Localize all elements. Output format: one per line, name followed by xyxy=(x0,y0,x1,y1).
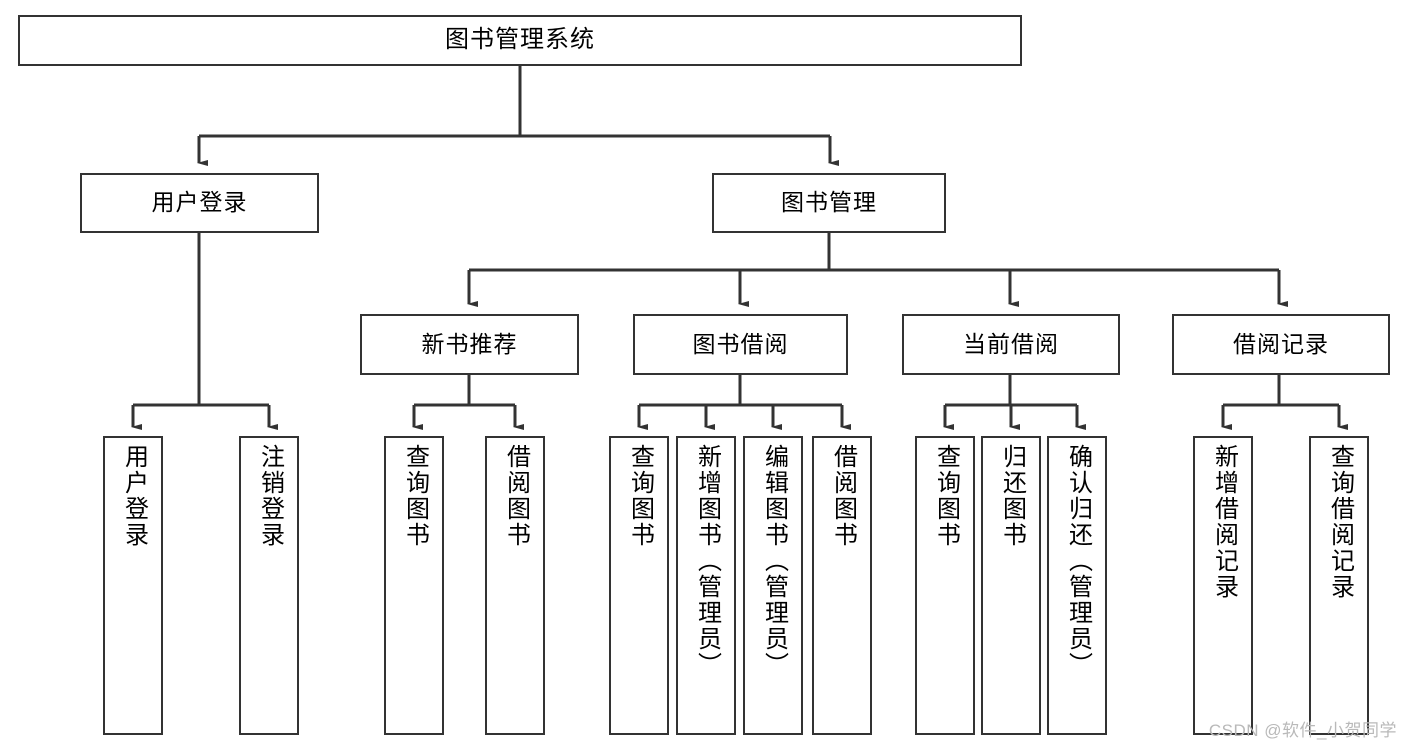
node-leaf-logout[interactable]: 注销登录 xyxy=(239,436,299,735)
node-submodule-book-borrow[interactable]: 图书借阅 xyxy=(633,314,848,375)
node-leaf-borrow-book-1[interactable]: 借阅图书 xyxy=(485,436,545,735)
node-label: 当前借阅 xyxy=(963,330,1059,357)
node-root-system[interactable]: 图书管理系统 xyxy=(18,15,1022,66)
node-leaf-borrow-book-2[interactable]: 借阅图书 xyxy=(812,436,872,735)
node-label: 查询借阅记录 xyxy=(1326,444,1354,600)
node-module-user-login[interactable]: 用户登录 xyxy=(80,173,319,233)
node-module-book-manage[interactable]: 图书管理 xyxy=(712,173,946,233)
node-label: 查询图书 xyxy=(401,444,429,548)
node-label: 归还图书 xyxy=(998,444,1026,548)
node-leaf-add-record[interactable]: 新增借阅记录 xyxy=(1193,436,1253,735)
node-label: 图书管理 xyxy=(781,189,877,216)
node-label: 借阅图书 xyxy=(829,444,857,548)
node-label: 图书管理系统 xyxy=(445,26,595,54)
node-label: 借阅图书 xyxy=(502,444,530,548)
node-leaf-query-book-3[interactable]: 查询图书 xyxy=(915,436,975,735)
node-label: 用户登录 xyxy=(120,444,148,548)
node-label: 用户登录 xyxy=(151,189,248,216)
node-leaf-add-book[interactable]: 新增图书（管理员） xyxy=(676,436,736,735)
node-leaf-confirm-return[interactable]: 确认归还（管理员） xyxy=(1047,436,1107,735)
node-submodule-new-book-rec[interactable]: 新书推荐 xyxy=(360,314,579,375)
node-label: 借阅记录 xyxy=(1233,330,1329,357)
node-leaf-user-login[interactable]: 用户登录 xyxy=(103,436,163,735)
node-label: 新增图书（管理员） xyxy=(693,444,721,678)
node-label: 图书借阅 xyxy=(692,330,789,357)
node-label: 新增借阅记录 xyxy=(1210,444,1238,600)
node-leaf-return-book[interactable]: 归还图书 xyxy=(981,436,1041,735)
node-label: 查询图书 xyxy=(626,444,654,548)
node-submodule-borrow-record[interactable]: 借阅记录 xyxy=(1172,314,1390,375)
node-leaf-query-record[interactable]: 查询借阅记录 xyxy=(1309,436,1369,735)
node-label: 编辑图书（管理员） xyxy=(760,444,788,678)
node-leaf-query-book-2[interactable]: 查询图书 xyxy=(609,436,669,735)
node-leaf-query-book-1[interactable]: 查询图书 xyxy=(384,436,444,735)
node-label: 注销登录 xyxy=(256,444,284,548)
node-label: 新书推荐 xyxy=(421,330,518,357)
node-leaf-edit-book[interactable]: 编辑图书（管理员） xyxy=(743,436,803,735)
csdn-watermark: CSDN @软件_小贺同学 xyxy=(1208,721,1397,740)
node-label: 查询图书 xyxy=(932,444,960,548)
node-label: 确认归还（管理员） xyxy=(1064,444,1092,678)
node-submodule-current-borrow[interactable]: 当前借阅 xyxy=(902,314,1120,375)
